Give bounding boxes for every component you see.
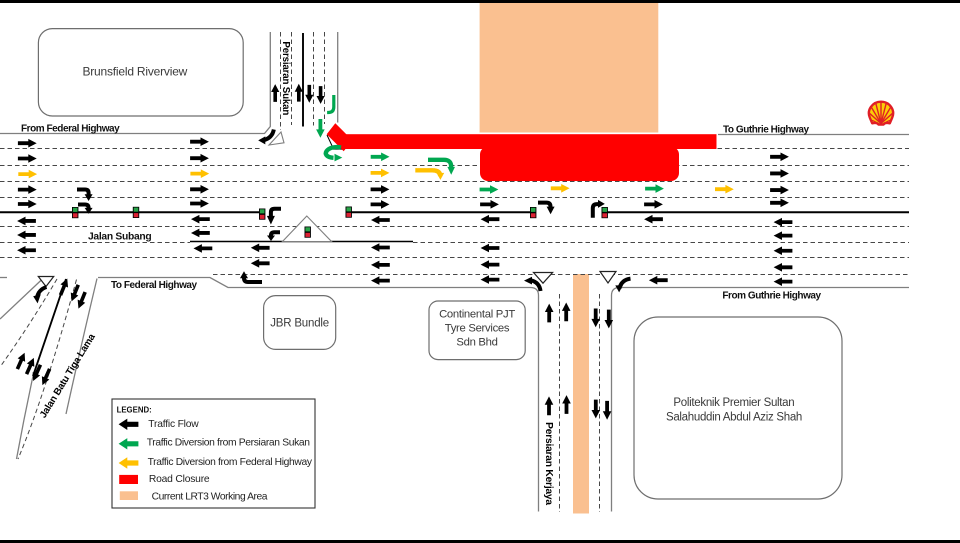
- svg-text:Sdn Bhd: Sdn Bhd: [456, 337, 497, 349]
- svg-text:Current LRT3 Working Area: Current LRT3 Working Area: [152, 491, 268, 502]
- svg-text:Traffic Flow: Traffic Flow: [148, 419, 199, 430]
- svg-text:From Federal Highway: From Federal Highway: [21, 124, 120, 135]
- svg-text:To Guthrie Highway: To Guthrie Highway: [723, 124, 809, 135]
- svg-text:JBR Bundle: JBR Bundle: [270, 318, 329, 330]
- svg-text:Road Closure: Road Closure: [149, 474, 210, 485]
- svg-text:Brunsfield Riverview: Brunsfield Riverview: [82, 65, 187, 79]
- svg-text:LEGEND:: LEGEND:: [117, 406, 152, 415]
- svg-text:Continental PJT: Continental PJT: [439, 309, 515, 321]
- svg-text:Politeknik Premier Sultan: Politeknik Premier Sultan: [673, 397, 794, 409]
- svg-text:To Federal Highway: To Federal Highway: [111, 280, 198, 291]
- svg-text:Tyre Services: Tyre Services: [445, 323, 510, 335]
- svg-text:From Guthrie Highway: From Guthrie Highway: [722, 291, 821, 302]
- svg-text:Traffic Diversion from Persiar: Traffic Diversion from Persiaran Sukan: [147, 438, 311, 449]
- svg-text:Persiaran Sukan: Persiaran Sukan: [280, 41, 291, 115]
- svg-text:Traffic Diversion from Federal: Traffic Diversion from Federal Highway: [148, 457, 313, 468]
- svg-text:Salahuddin Abdul Aziz Shah: Salahuddin Abdul Aziz Shah: [666, 412, 802, 424]
- svg-text:Jalan Subang: Jalan Subang: [88, 232, 151, 243]
- svg-text:Persiaran Kerjaya: Persiaran Kerjaya: [543, 422, 554, 505]
